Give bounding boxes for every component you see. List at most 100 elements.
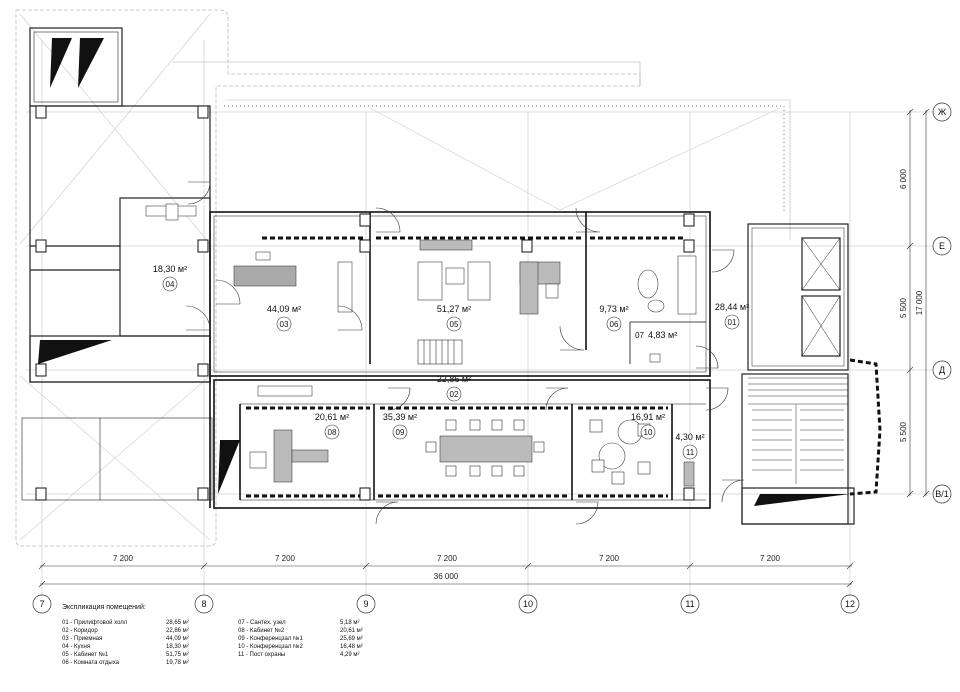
room-number: 08 bbox=[328, 428, 337, 437]
room-schedule-title: Экспликация помещений: bbox=[62, 604, 146, 611]
axis-bubble-v1: В/1 bbox=[932, 484, 952, 504]
room-area: 28,44 м² bbox=[715, 302, 749, 312]
dimension-span-bottom: 7 200 bbox=[275, 554, 296, 563]
schedule-room-name: 02 - Коридор bbox=[62, 628, 98, 634]
lift-core bbox=[741, 223, 855, 525]
axis-bubbles-vertical: Ж Е Д В/1 bbox=[932, 102, 952, 504]
schedule-room-area: 22,86 м² bbox=[166, 628, 189, 634]
room-number: 05 bbox=[450, 320, 459, 329]
axis-label: 8 bbox=[201, 599, 206, 609]
roof-slope-lines bbox=[19, 13, 781, 541]
dimension-span-bottom: 7 200 bbox=[760, 554, 781, 563]
schedule-room-name: 09 - Конференцзал №1 bbox=[238, 636, 303, 642]
room-area: 35,39 м² bbox=[383, 412, 417, 422]
axis-label: Е bbox=[939, 241, 945, 251]
schedule-room-area: 16,48 м² bbox=[340, 644, 363, 650]
dimension-span-right: 6 000 bbox=[899, 168, 908, 189]
room-number-circle bbox=[446, 386, 462, 402]
axis-label: 7 bbox=[39, 599, 44, 609]
axis-bubble-9: 9 bbox=[356, 594, 376, 614]
room-area: 18,30 м² bbox=[153, 264, 187, 274]
room-schedule: Экспликация помещений: 01 - Прилифтовой … bbox=[62, 604, 382, 674]
axis-bubble-zh: Ж bbox=[932, 102, 952, 122]
axis-bubble-7: 7 bbox=[32, 594, 52, 614]
axis-bubble-d: Д bbox=[932, 360, 952, 380]
dimension-span-bottom: 7 200 bbox=[599, 554, 620, 563]
main-stair bbox=[748, 377, 848, 484]
main-walls bbox=[209, 211, 711, 509]
axis-label: 12 bbox=[845, 599, 855, 609]
doors bbox=[185, 181, 745, 525]
room-number-circle bbox=[640, 424, 656, 440]
room-label-04: 18,30 м² 04 bbox=[153, 264, 187, 292]
room-area: 22,86 м² bbox=[437, 374, 471, 384]
chairs bbox=[425, 419, 651, 485]
dimension-chain-bottom bbox=[38, 562, 854, 588]
axis-label: 11 bbox=[685, 599, 694, 609]
room-label-07: 07 4,83 м² bbox=[635, 330, 677, 340]
axis-label: В/1 bbox=[935, 489, 949, 499]
room-number: 01 bbox=[728, 318, 737, 327]
schedule-room-name: 03 - Приемная bbox=[62, 636, 103, 642]
axis-bubble-10: 10 bbox=[518, 594, 538, 614]
room-area: 4,83 м² bbox=[648, 330, 677, 340]
axis-label: 10 bbox=[523, 599, 533, 609]
room-number-circle bbox=[324, 424, 340, 440]
dimension-span-right: 5 500 bbox=[899, 297, 908, 318]
schedule-room-area: 44,09 м² bbox=[166, 636, 189, 642]
axis-label: Ж bbox=[938, 107, 947, 117]
roof-contour-2 bbox=[226, 99, 791, 240]
roof-contour bbox=[172, 61, 641, 86]
room-number-circle bbox=[682, 444, 698, 460]
axis-label: Д bbox=[939, 365, 945, 375]
room-area: 20,61 м² bbox=[315, 412, 349, 422]
schedule-room-name: 05 - Кабинет №1 bbox=[62, 652, 109, 658]
schedule-room-area: 28,65 м² bbox=[166, 620, 189, 626]
schedule-room-name: 11 - Пост охраны bbox=[238, 652, 286, 658]
room-number-circle bbox=[606, 316, 622, 332]
axis-bubble-11: 11 bbox=[680, 594, 700, 614]
room-number: 09 bbox=[396, 428, 405, 437]
room-number-circle bbox=[276, 316, 292, 332]
room-number: 07 bbox=[635, 331, 644, 340]
schedule-room-area: 18,30 м² bbox=[166, 644, 189, 650]
grid-lines bbox=[26, 40, 940, 596]
room-label-08: 20,61 м² 08 bbox=[315, 412, 349, 440]
schedule-room-area: 25,69 м² bbox=[340, 636, 363, 642]
room-label-05: 51,27 м² 05 bbox=[437, 304, 471, 332]
room-label-09: 35,39 м² 09 bbox=[383, 412, 417, 440]
room-number: 11 bbox=[686, 448, 695, 457]
site-contour bbox=[15, 9, 641, 547]
dimension-total-right: 17 000 bbox=[915, 290, 924, 315]
schedule-room-area: 51,75 м² bbox=[166, 652, 189, 658]
room-number-circle bbox=[162, 276, 178, 292]
dimension-span-right: 5 500 bbox=[899, 421, 908, 442]
room-area: 51,27 м² bbox=[437, 304, 471, 314]
terrace-outline bbox=[224, 105, 785, 212]
room-label-01: 28,44 м² 01 bbox=[715, 302, 749, 330]
room-number-circle bbox=[392, 424, 408, 440]
axis-bubble-e: Е bbox=[932, 236, 952, 256]
schedule-room-name: 06 - Комната отдыха bbox=[62, 660, 120, 666]
window-wedges bbox=[38, 38, 850, 506]
interior-stair bbox=[417, 339, 463, 365]
axis-bubble-12: 12 bbox=[840, 594, 860, 614]
room-number: 03 bbox=[280, 320, 289, 329]
axis-label: 9 bbox=[363, 599, 368, 609]
room-number: 04 bbox=[166, 280, 175, 289]
axis-bubbles-horizontal: 7 8 9 10 11 12 bbox=[32, 594, 860, 614]
room-area: 16,91 м² bbox=[631, 412, 665, 422]
schedule-room-name: 04 - Кухня bbox=[62, 644, 91, 650]
room-number-circle bbox=[724, 314, 740, 330]
axis-bubble-8: 8 bbox=[194, 594, 214, 614]
left-wing-walls bbox=[21, 27, 213, 501]
schedule-room-area: 4,29 м² bbox=[340, 652, 360, 658]
